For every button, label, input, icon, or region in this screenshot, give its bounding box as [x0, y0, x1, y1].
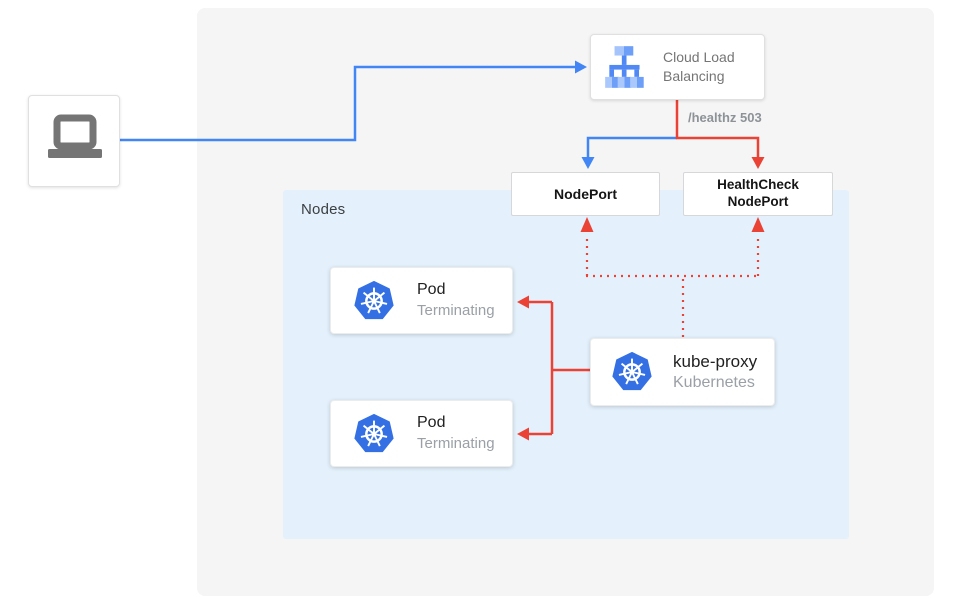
kubernetes-icon [354, 280, 394, 319]
pod-card-2: Pod Terminating [330, 400, 513, 467]
pod-title: Pod [417, 414, 446, 432]
nodeport-box: NodePort [511, 172, 660, 216]
laptop-icon [48, 114, 102, 158]
kubernetes-icon [612, 351, 652, 391]
kube-proxy-card: kube-proxy Kubernetes [590, 338, 775, 406]
nodes-group-label: Nodes [301, 201, 346, 218]
healthcheck-nodeport-box: HealthCheck NodePort [683, 172, 833, 216]
pod-status: Terminating [417, 302, 495, 320]
client-card [28, 95, 120, 187]
kube-proxy-subtitle: Kubernetes [673, 373, 755, 391]
cloud-load-balancing-icon [605, 46, 644, 88]
kubernetes-icon [354, 413, 394, 452]
healthz-status-label: /healthz 503 [688, 110, 762, 125]
pod-status: Terminating [417, 435, 495, 453]
pod-title: Pod [417, 281, 446, 299]
pod-card-1: Pod Terminating [330, 267, 513, 334]
kube-proxy-title: kube-proxy [673, 351, 758, 371]
cloud-load-balancing-card: Cloud Load Balancing [590, 34, 765, 100]
cloud-load-balancing-label: Cloud Load Balancing [663, 49, 735, 84]
